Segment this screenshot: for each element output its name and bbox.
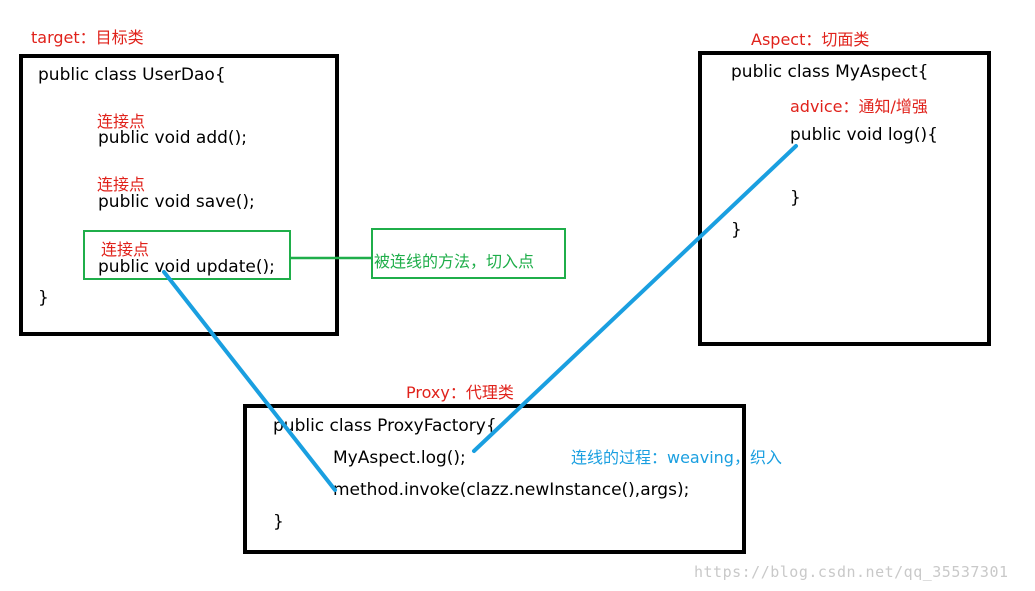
weaving-label: 连线的过程：weaving，织入: [571, 448, 782, 467]
aspect-class-declaration: public class MyAspect{: [731, 62, 929, 82]
log-close-brace: }: [790, 188, 801, 208]
joinpoint-label-add: 连接点: [97, 112, 146, 131]
joinpoint-label-update: 连接点: [101, 240, 150, 259]
aspect-caption: Aspect：切面类: [751, 30, 870, 49]
method-add: public void add();: [98, 128, 247, 148]
joinpoint-label-save: 连接点: [97, 175, 146, 194]
proxy-caption: Proxy：代理类: [406, 383, 514, 402]
aspect-class-box: [698, 51, 991, 346]
pointcut-label: 被连线的方法，切入点: [374, 252, 535, 271]
pointcut-highlight-box: [83, 230, 291, 280]
pointcut-label-box: [371, 228, 566, 279]
target-caption: target：目标类: [31, 28, 144, 47]
proxy-class-declaration: public class ProxyFactory{: [273, 416, 497, 436]
weaving-line-update-to-invoke: [162, 270, 337, 492]
method-log: public void log(){: [790, 125, 938, 145]
method-update: public void update();: [98, 257, 275, 277]
proxy-close-brace: }: [273, 512, 284, 532]
call-log: MyAspect.log();: [333, 448, 466, 468]
watermark: https://blog.csdn.net/qq_35537301: [694, 563, 1009, 581]
target-class-declaration: public class UserDao{: [38, 65, 226, 85]
method-save: public void save();: [98, 192, 255, 212]
advice-label: advice：通知/增强: [790, 97, 928, 116]
target-class-box: [19, 54, 339, 336]
proxy-class-box: [243, 404, 746, 554]
call-invoke: method.invoke(clazz.newInstance(),args);: [333, 480, 690, 500]
target-close-brace: }: [38, 288, 49, 308]
aspect-close-brace: }: [731, 220, 742, 240]
weaving-line-log-to-call: [472, 144, 798, 453]
